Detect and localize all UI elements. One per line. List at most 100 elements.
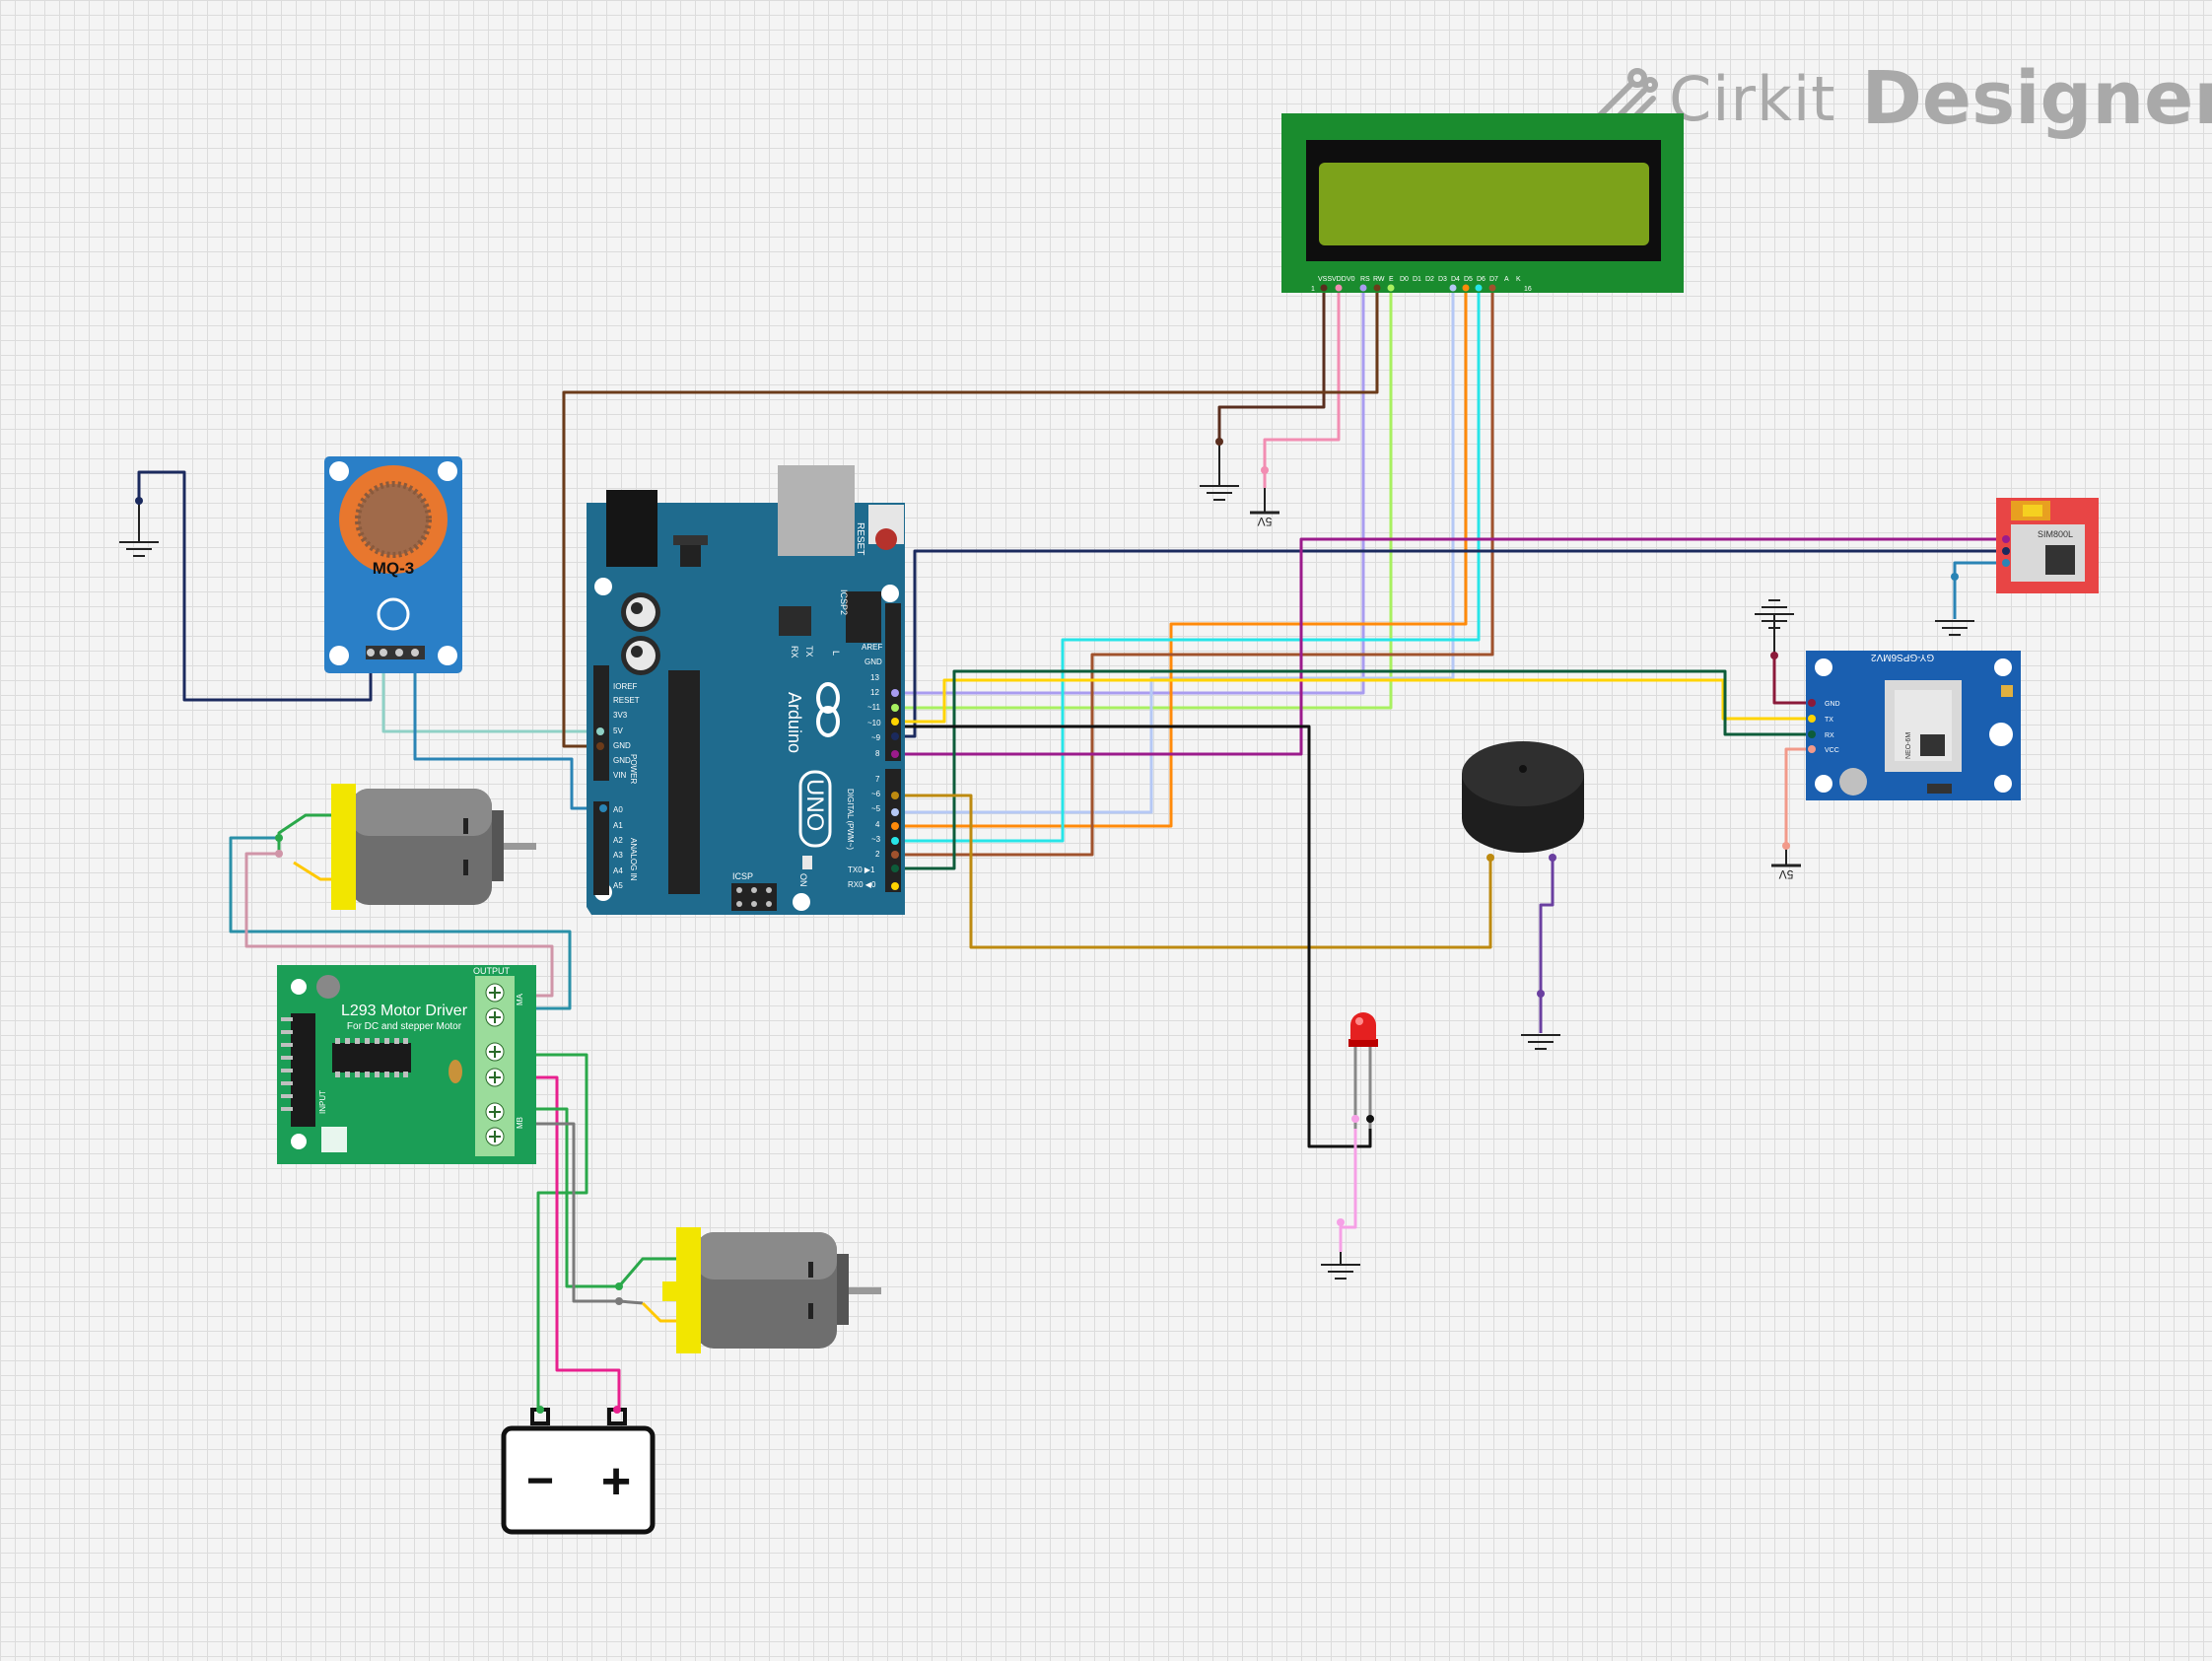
wire-lcd-rw[interactable] <box>562 288 1379 748</box>
arduino-pin-a1: A1 <box>613 821 623 830</box>
lcd-pin-label: D4 <box>1451 276 1460 283</box>
cirkit-designer-watermark: Cirkit Designer <box>1592 54 2212 143</box>
wire-buzzer-neg[interactable] <box>1539 858 1555 1033</box>
wire-junctions <box>135 438 1959 1414</box>
arduino-tx-label: TX <box>804 646 814 657</box>
wire-l293-m2-gray[interactable] <box>522 1122 644 1305</box>
lcd-screen <box>1319 163 1649 245</box>
l293-title: L293 Motor Driver <box>341 1003 468 1019</box>
gps-pin-vcc: VCC <box>1825 747 1839 754</box>
arduino-digital-gnd: GND <box>864 657 882 666</box>
sim800l-gsm-module[interactable]: SIM800L <box>1996 498 2099 593</box>
arduino-rx-label: RX <box>790 646 799 658</box>
wire-l293-m2-green[interactable] <box>522 1107 676 1288</box>
lcd-pin-label: RW <box>1373 276 1385 283</box>
mq3-gas-sensor[interactable]: MQ-3 <box>324 456 462 673</box>
arduino-digital-aref: AREF <box>862 643 882 652</box>
wire-m1-rose[interactable] <box>244 852 554 998</box>
watermark-product: Designer <box>1861 56 2212 141</box>
arduino-digital-10: ~10 <box>867 719 881 727</box>
arduino-digital-4: 4 <box>875 820 880 829</box>
arduino-digital-0: RX0 ◀0 <box>848 880 876 889</box>
power-jack <box>606 490 657 567</box>
wire-buzzer-pos[interactable] <box>895 794 1492 949</box>
lcd-pin-first: 1 <box>1311 286 1315 293</box>
arduino-digital-8: 8 <box>875 749 880 758</box>
l293-input-label: INPUT <box>318 1090 327 1114</box>
wire-gsm-purple[interactable] <box>895 537 2006 756</box>
wire-lcd-vdd-5v[interactable] <box>1263 288 1341 488</box>
lcd-16x2-display[interactable]: VSS VDD V0 RS RW E D0 D1 D2 D3 D4 D5 D6 … <box>1281 113 1684 293</box>
mq3-label: MQ-3 <box>373 559 415 578</box>
lcd-pin-label: V0 <box>1347 276 1355 283</box>
reset-button <box>875 528 897 550</box>
arduino-pin-a5: A5 <box>613 881 623 890</box>
battery[interactable]: − + <box>501 1408 656 1535</box>
wire-gps-tx[interactable] <box>895 678 1812 724</box>
wire-motor2-yellow[interactable] <box>641 1301 676 1323</box>
arduino-icsp-label: ICSP <box>732 871 753 881</box>
lcd-pin-label: D7 <box>1489 276 1498 283</box>
lcd-pin-label: D1 <box>1413 276 1421 283</box>
arduino-digital-9: ~9 <box>871 733 881 742</box>
lcd-pin-label: D5 <box>1464 276 1473 283</box>
gps-label: GY-GPS6MV2 <box>1871 652 1935 662</box>
lcd-pin-label: VSS <box>1318 276 1332 283</box>
arduino-pin-a0: A0 <box>613 805 623 814</box>
piezo-buzzer[interactable] <box>1462 741 1584 862</box>
wire-lcd-rs[interactable] <box>895 288 1365 695</box>
lcd-pin-last: 16 <box>1524 286 1532 293</box>
wire-led-anode[interactable] <box>895 725 1372 1148</box>
arduino-pin-5v: 5V <box>613 727 623 735</box>
wire-led-cathode[interactable] <box>1339 1060 1357 1252</box>
arduino-model: UNO <box>801 779 828 831</box>
wire-mq3-vcc[interactable] <box>381 654 600 733</box>
wire-gps-gnd[interactable] <box>1772 656 1812 705</box>
arduino-uno[interactable]: RESET ICSP2 TX RX L Arduino UNO ON ICSP <box>587 465 905 915</box>
wire-lcd-d5[interactable] <box>895 288 1468 828</box>
wire-gps-vcc[interactable] <box>1784 747 1812 846</box>
l293-ma-label: MA <box>516 993 524 1005</box>
arduino-power-label: POWER <box>629 754 638 784</box>
wire-gps-rx[interactable] <box>895 669 1812 870</box>
arduino-digital-12: 12 <box>870 688 879 697</box>
wire-motor1-a[interactable] <box>277 813 331 856</box>
wire-l293-pink[interactable] <box>522 1075 621 1410</box>
l293-mb-label: MB <box>516 1117 524 1129</box>
arduino-pin-a3: A3 <box>613 851 623 860</box>
wire-motor1-b[interactable] <box>293 861 331 881</box>
gps-pin-tx: TX <box>1825 717 1833 724</box>
wire-mq3-gnd[interactable] <box>137 470 373 702</box>
wire-lcd-d4[interactable] <box>895 288 1455 814</box>
watermark-brand: Cirkit <box>1669 62 1836 135</box>
battery-plus-label: + <box>601 1453 631 1510</box>
arduino-digital-5: ~5 <box>871 804 881 813</box>
wire-lcd-e[interactable] <box>895 288 1393 710</box>
l293-motor-driver[interactable]: INPUT L293 Motor Driver For DC and stepp… <box>277 965 536 1164</box>
wire-lcd-vss-gnd[interactable] <box>1217 288 1326 442</box>
ground-symbol <box>1934 620 1975 636</box>
ground-symbol <box>1520 1034 1561 1050</box>
microcontroller-chip <box>668 670 700 894</box>
wire-l293-green[interactable] <box>522 1053 588 1410</box>
gy-gps6mv2-module[interactable]: GY-GPS6MV2 NEO-6M GND TX RX VCC <box>1806 651 2021 800</box>
arduino-pin-gnd: GND <box>613 756 631 765</box>
lcd-pin-label: VDD <box>1332 276 1347 283</box>
wire-m1-teal[interactable] <box>229 836 572 1010</box>
wire-lcd-d6[interactable] <box>895 288 1481 843</box>
wire-lcd-d7[interactable] <box>895 288 1494 857</box>
arduino-brand: Arduino <box>785 692 804 753</box>
wire-mq3-aout[interactable] <box>413 654 603 810</box>
usb-connector <box>778 465 855 556</box>
lcd-pin-label: RS <box>1360 276 1370 283</box>
dc-motor-1[interactable] <box>331 784 536 910</box>
wire-gsm-gnd[interactable] <box>1953 561 2006 619</box>
red-led[interactable] <box>1348 1012 1378 1129</box>
lcd-pin-label: A <box>1504 276 1509 283</box>
dc-motor-2[interactable] <box>662 1227 881 1353</box>
plug-icon <box>377 597 410 631</box>
arduino-digital-1: TX0 ▶1 <box>848 865 875 874</box>
lcd-pin-label: D6 <box>1477 276 1486 283</box>
arduino-digital-3: ~3 <box>871 835 881 844</box>
